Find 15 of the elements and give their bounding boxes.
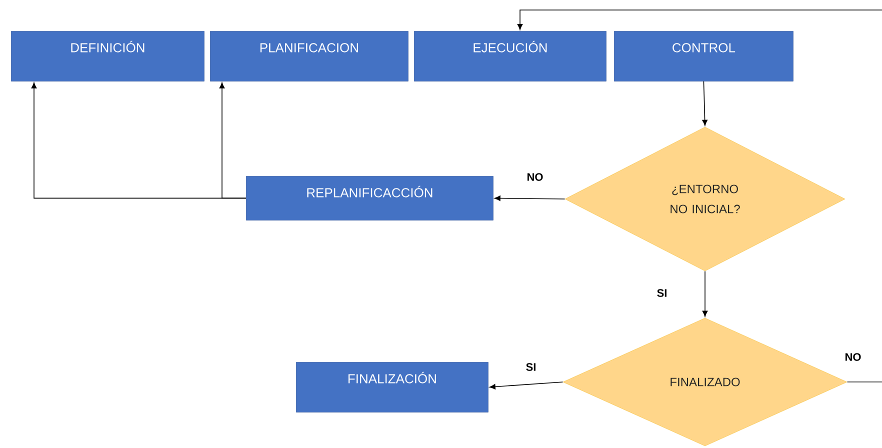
process-box: EJECUCIÓN [414,31,606,82]
arrow [494,196,566,201]
process-box: CONTROL [614,31,794,82]
arrow [219,82,246,199]
arrow [702,81,708,126]
arrow [517,10,882,382]
arrow [489,382,564,390]
process-box: DEFINICIÓN [11,31,204,82]
edge-label: NO [526,172,544,182]
process-box: FINALIZACIÓN [296,362,488,412]
edge-label: SI [656,288,668,298]
process-box: PLANIFICACION [210,31,408,82]
process-box: REPLANIFICACCIÓN [246,176,494,220]
arrow [702,270,708,317]
edge-label: SI [524,362,538,372]
